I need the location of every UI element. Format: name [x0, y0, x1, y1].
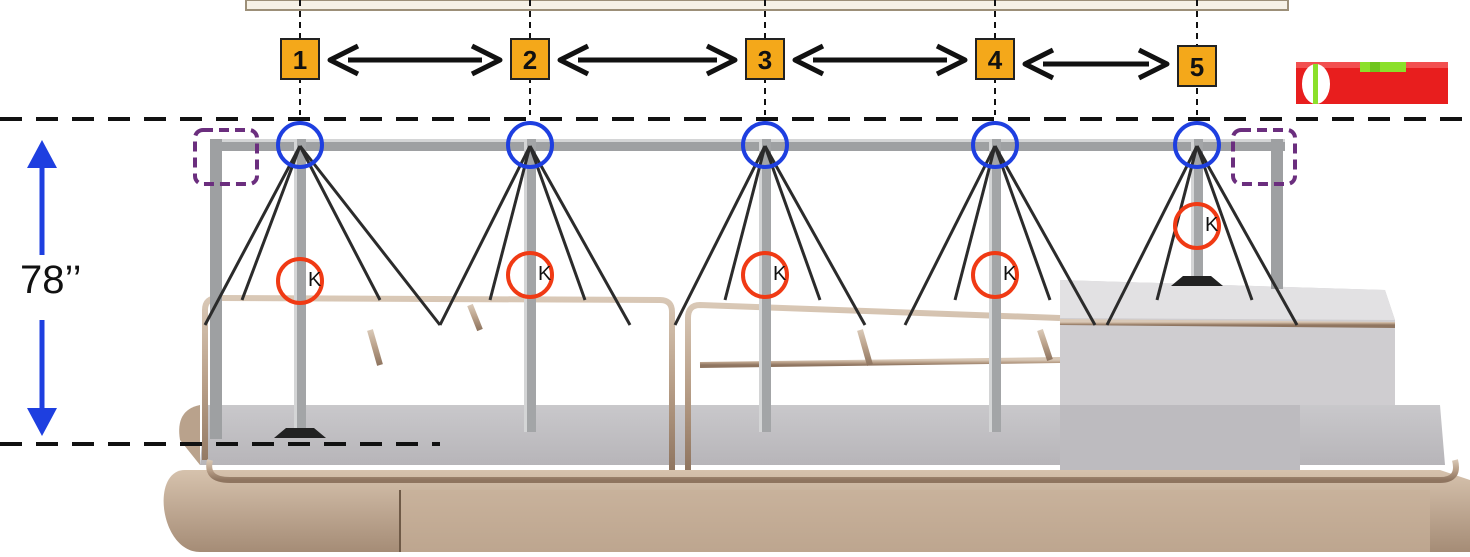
support-strap: [203, 145, 302, 326]
corner-brackets: [193, 128, 1297, 186]
span-arrow-head-left: [557, 43, 590, 77]
top-frame-bar: [245, 0, 1289, 11]
k-marker-label-2: K: [538, 263, 552, 285]
span-arrow-head-right: [470, 43, 503, 77]
post-label-5: 5: [1177, 45, 1217, 87]
end-posts: [210, 139, 1283, 439]
span-arrow-head-left: [792, 43, 825, 77]
height-arrow-down-head: [27, 408, 57, 436]
k-marker-label-5: K: [1205, 214, 1219, 236]
level-icon: [1296, 62, 1448, 104]
post-label-1: 1: [280, 38, 320, 80]
support-strap: [528, 145, 632, 326]
connector-circle-4: [971, 121, 1019, 169]
connector-circle-3: [741, 121, 789, 169]
vertical-post-highlight-3: [759, 139, 762, 432]
support-strap: [528, 145, 587, 301]
support-strap: [993, 145, 1097, 326]
k-circle-2: [506, 251, 554, 299]
support-strap: [1195, 145, 1254, 301]
helm-console: [1060, 280, 1395, 470]
support-strap: [488, 145, 532, 301]
connector-circle-5: [1173, 121, 1221, 169]
span-arrow-head-left: [327, 43, 360, 77]
vertical-post-highlight-4: [989, 139, 992, 432]
vertical-post-highlight-2: [524, 139, 527, 432]
k-circle-1: [276, 257, 324, 305]
connector-circle-2: [506, 121, 554, 169]
k-circle-5: [1173, 202, 1221, 250]
support-strap: [298, 145, 442, 326]
post-label-4: 4: [975, 38, 1015, 80]
k-marker-label-1: K: [308, 269, 322, 291]
post-foot-5: [1171, 276, 1223, 286]
vertical-post-highlight-5: [1191, 139, 1194, 280]
post-label-3: 3: [745, 38, 785, 80]
support-strap: [763, 145, 867, 326]
support-strap: [723, 145, 767, 301]
span-arrow-head-right: [935, 43, 968, 77]
support-strap: [673, 145, 767, 326]
support-strap: [438, 145, 532, 326]
support-strap: [953, 145, 997, 301]
connector-circle-1: [276, 121, 324, 169]
k-circle-4: [971, 251, 1019, 299]
support-strap: [1195, 145, 1299, 326]
k-circle-3: [741, 251, 789, 299]
height-arrow: [27, 140, 57, 436]
span-arrow-head-left: [1022, 47, 1055, 81]
frame-top-beam: [210, 139, 1285, 151]
support-strap: [993, 145, 1052, 301]
k-marker-label-3: K: [773, 263, 787, 285]
height-arrow-up-head: [27, 140, 57, 168]
support-strap: [763, 145, 822, 301]
support-strap: [1105, 145, 1199, 326]
vertical-post-highlight-1: [294, 139, 297, 432]
corner-bracket-left: [193, 128, 259, 186]
span-arrow-head-right: [705, 43, 738, 77]
corner-bracket-right: [1231, 128, 1297, 186]
dashed-guide-lines: [0, 117, 1470, 446]
k-marker-label-4: K: [1003, 263, 1017, 285]
support-strap: [240, 145, 302, 301]
post-foot-1: [274, 428, 326, 438]
support-strap: [903, 145, 997, 326]
post-label-2: 2: [510, 38, 550, 80]
span-arrow-head-right: [1137, 47, 1170, 81]
pontoon-hull: [163, 470, 1470, 552]
support-strap: [298, 145, 382, 301]
height-label: 78’’: [20, 258, 82, 302]
